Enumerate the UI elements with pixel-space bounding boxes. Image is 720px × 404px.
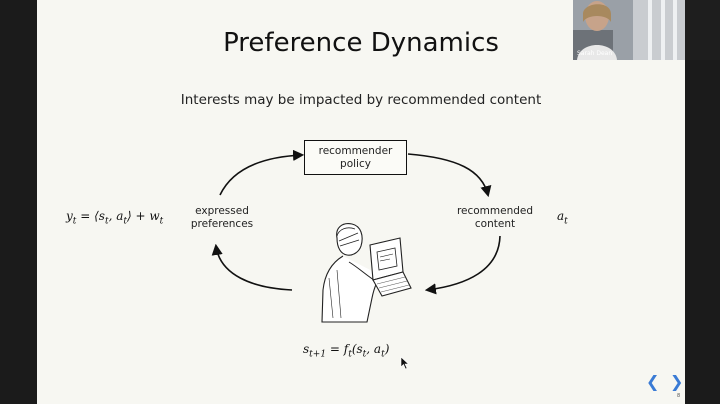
arrow-content-to-user	[424, 235, 501, 295]
slide-page-number: 8	[677, 393, 681, 399]
left-frame-bar	[0, 0, 37, 404]
slide-title: Preference Dynamics	[223, 28, 499, 58]
right-frame-bar	[685, 60, 720, 404]
observation-equation: yt = ⟨st, at⟩ + wt	[66, 209, 164, 227]
slide-subtitle: Interests may be impacted by recommended…	[180, 92, 542, 108]
expressed-preferences-label: expressed preferences	[190, 205, 254, 230]
mouse-cursor-icon	[400, 356, 410, 370]
feedback-loop-diagram	[211, 149, 501, 323]
arrow-policy-to-content	[407, 153, 492, 198]
recommender-policy-box: recommender policy	[304, 140, 407, 175]
webcam-video-tile[interactable]: Sarah Dean	[573, 0, 685, 60]
next-slide-button[interactable]: ❯	[670, 372, 684, 391]
arrow-user-to-preferences	[211, 243, 293, 291]
arrow-preferences-to-policy	[219, 149, 305, 196]
dynamics-equation: st+1 = ft(st, at)	[303, 342, 390, 360]
action-symbol: at	[557, 209, 568, 227]
recommended-content-label: recommended content	[456, 205, 534, 230]
presentation-slide: Preference Dynamics Interests may be imp…	[37, 0, 685, 404]
participant-name-label: Sarah Dean	[577, 50, 613, 57]
webcam-feed	[573, 0, 685, 60]
user-at-laptop-illustration	[321, 223, 412, 323]
previous-slide-button[interactable]: ❮	[646, 372, 660, 391]
